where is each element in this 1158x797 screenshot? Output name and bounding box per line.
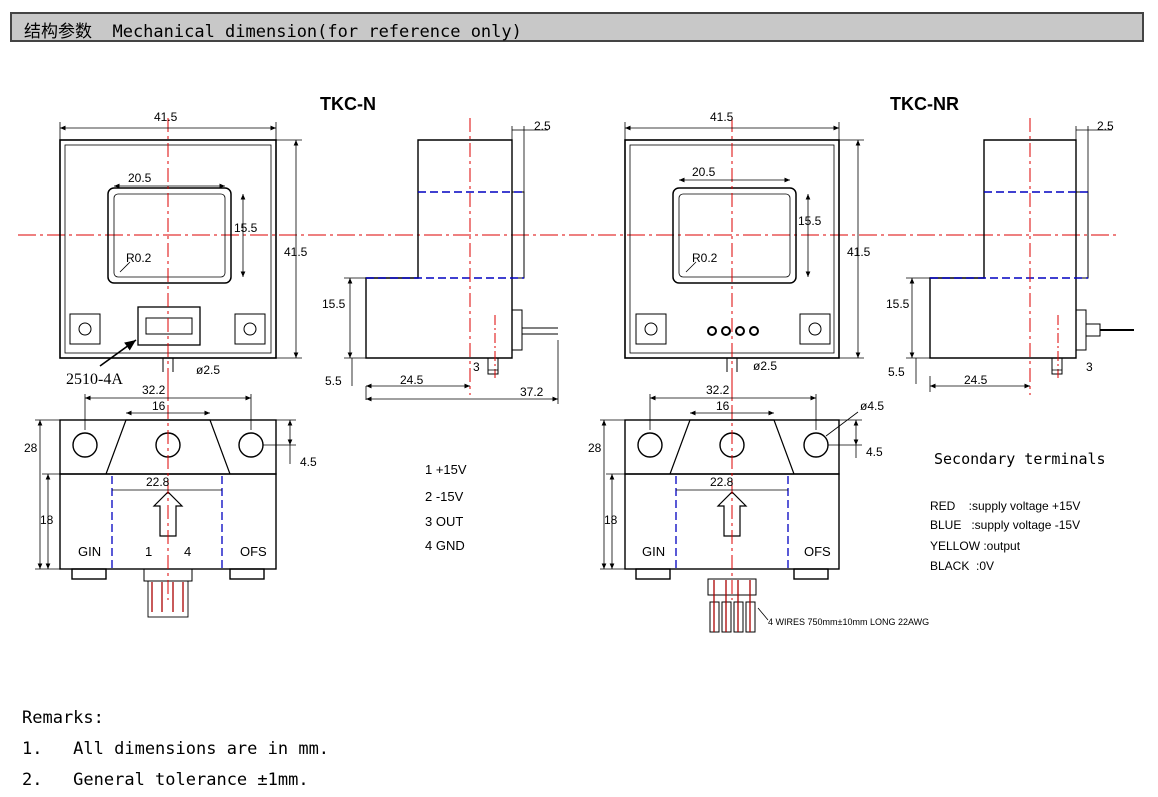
dim-base-height-left: 28: [24, 441, 38, 455]
connector-label: 2510-4A: [66, 371, 123, 388]
wires-note: 4 WIRES 750mm±10mm LONG 22AWG: [768, 617, 929, 627]
section-title: 结构参数 Mechanical dimension(for reference …: [24, 22, 522, 42]
pinout-item: 2 -15V: [425, 489, 464, 504]
dim-width-left: 41.5: [154, 110, 178, 124]
dim-pin-offset-right: 3: [1086, 360, 1093, 374]
dim-lower-height-right: 15.5: [886, 297, 910, 311]
label-gin-right: GIN: [642, 544, 665, 559]
dim-window-width-left: 20.5: [128, 171, 152, 185]
section-header-bar: 结构参数 Mechanical dimension(for reference …: [10, 12, 1144, 42]
pinout-item: 1 +15V: [425, 462, 467, 477]
secondary-item: BLUE :supply voltage -15V: [930, 518, 1080, 532]
label-pin4: 4: [184, 544, 191, 559]
label-gin-left: GIN: [78, 544, 101, 559]
dim-trapezoid-left: 16: [152, 399, 166, 413]
model-title-left: TKC-N: [320, 94, 376, 114]
remarks: Remarks: 1. All dimensions are in mm. 2.…: [22, 703, 329, 796]
dim-window-left: 22.8: [146, 475, 170, 489]
pinout-item: 3 OUT: [425, 514, 463, 529]
dim-radius-left: R0.2: [126, 251, 152, 265]
dim-total-depth-left: 37.2: [520, 385, 544, 399]
dim-window-height-left: 15.5: [234, 221, 258, 235]
label-ofs-left: OFS: [240, 544, 267, 559]
dim-body-height-left: 18: [40, 513, 54, 527]
dim-depth-right: 24.5: [964, 373, 988, 387]
dim-base-height-right: 28: [588, 441, 602, 455]
side-view-right: [929, 139, 1134, 375]
dim-window-width-right: 20.5: [692, 165, 716, 179]
front-view-left: [59, 139, 277, 372]
secondary-title: Secondary terminals: [934, 450, 1106, 468]
dim-lower-height-left: 15.5: [322, 297, 346, 311]
dim-hole-offset-right: 4.5: [866, 445, 883, 459]
dim-window-height-right: 15.5: [798, 214, 822, 228]
dim-hole-span-left: 32.2: [142, 383, 166, 397]
dim-height-right: 41.5: [847, 245, 871, 259]
side-view-left: [365, 139, 558, 375]
secondary-item: RED :supply voltage +15V: [930, 499, 1080, 513]
dim-pin-dia-left: ø2.5: [196, 363, 220, 377]
remark-item: 2. General tolerance ±1mm.: [22, 770, 309, 790]
secondary-item: YELLOW :output: [930, 539, 1021, 553]
label-pin1: 1: [145, 544, 152, 559]
dim-hole-dia-right: ø4.5: [860, 399, 884, 413]
pinout-item: 4 GND: [425, 538, 465, 553]
pinout-list: 1 +15V 2 -15V 3 OUT 4 GND: [425, 462, 467, 553]
dim-depth-left: 24.5: [400, 373, 424, 387]
dim-height-left: 41.5: [284, 245, 308, 259]
dim-window-right: 22.8: [710, 475, 734, 489]
dim-width-right: 41.5: [710, 110, 734, 124]
dim-pin-dia-right: ø2.5: [753, 359, 777, 373]
remarks-title: Remarks:: [22, 708, 104, 728]
secondary-list: RED :supply voltage +15V BLUE :supply vo…: [930, 499, 1080, 573]
remark-item: 1. All dimensions are in mm.: [22, 739, 330, 759]
dim-pin-offset-left: 3: [473, 360, 480, 374]
dim-thickness-right: 2.5: [1097, 119, 1114, 133]
dim-base-left: 5.5: [325, 374, 342, 388]
model-title-right: TKC-NR: [890, 94, 959, 114]
dim-thickness-left: 2.5: [534, 119, 551, 133]
secondary-item: BLACK :0V: [930, 559, 994, 573]
label-ofs-right: OFS: [804, 544, 831, 559]
dim-base-right: 5.5: [888, 365, 905, 379]
dim-body-height-right: 18: [604, 513, 618, 527]
dim-hole-span-right: 32.2: [706, 383, 730, 397]
dim-trapezoid-right: 16: [716, 399, 730, 413]
dim-hole-offset-left: 4.5: [300, 455, 317, 469]
dim-radius-right: R0.2: [692, 251, 718, 265]
